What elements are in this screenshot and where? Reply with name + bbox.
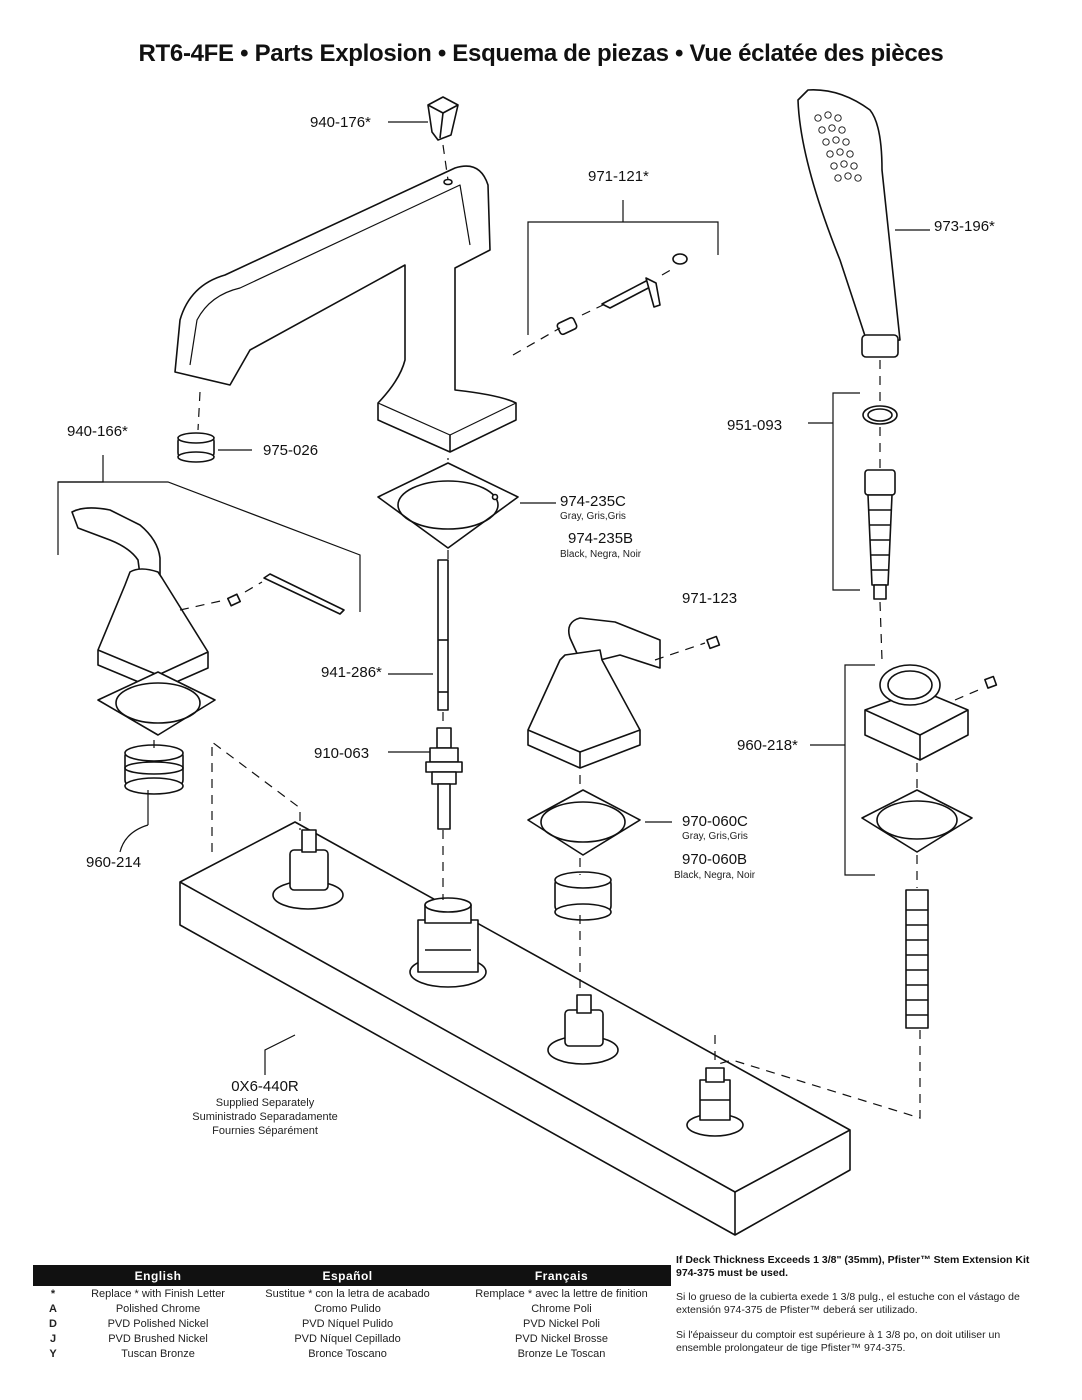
legend-code: * xyxy=(50,1287,56,1300)
left-handle xyxy=(71,507,345,691)
legend-english: Replace * with Finish Letter xyxy=(91,1287,225,1300)
spout-knob xyxy=(427,96,459,141)
holder-shank xyxy=(905,889,929,1029)
right-gasket xyxy=(527,789,641,856)
legend-spanish: Sustitue * con la letra de acabado xyxy=(265,1287,430,1300)
table-row: D PVD Polished Nickel PVD Níquel Pulido … xyxy=(33,1316,671,1331)
label-970-060c: 970-060C xyxy=(682,813,748,830)
label-974-235b-finish: Black, Negra, Noir xyxy=(560,549,642,560)
legend-spanish: Cromo Pulido xyxy=(314,1302,381,1315)
left-gasket xyxy=(97,671,216,736)
legend-code: D xyxy=(49,1317,57,1330)
legend-french: Bronze Le Toscan xyxy=(517,1347,606,1360)
label-951-093: 951-093 xyxy=(727,417,783,434)
left-adapter xyxy=(124,744,184,795)
legend-code: Y xyxy=(49,1347,57,1360)
label-970-060b: 970-060B xyxy=(682,851,748,868)
hand-shower-holder xyxy=(864,664,998,761)
right-adapter xyxy=(554,871,612,921)
tube xyxy=(437,559,449,711)
deck-note-spanish: Si lo grueso de la cubierta exede 1 3/8 … xyxy=(676,1291,1020,1316)
legend-english: PVD Polished Nickel xyxy=(107,1317,209,1330)
o-ring xyxy=(862,405,898,425)
right-handle xyxy=(527,617,721,769)
legend-header-english: English xyxy=(73,1265,244,1286)
label-971-123: 971-123 xyxy=(682,590,738,607)
legend-french: Remplace * avec la lettre de finition xyxy=(475,1287,648,1300)
finish-legend-table: English Español Français * Replace * wit… xyxy=(33,1265,671,1361)
hand-shower xyxy=(797,89,901,358)
label-970-060b-finish: Black, Negra, Noir xyxy=(674,870,756,881)
holder-gasket xyxy=(861,789,973,853)
spout-shank xyxy=(409,897,487,988)
legend-code: J xyxy=(49,1332,57,1345)
left-valve xyxy=(272,829,344,910)
legend-header-spanish: Español xyxy=(243,1265,452,1286)
label-973-196: 973-196* xyxy=(934,218,995,235)
label-970-060c-finish: Gray, Gris,Gris xyxy=(682,831,748,842)
extension-parts xyxy=(556,253,688,336)
hand-shower-spray-holes xyxy=(814,111,862,182)
legend-header-row: English Español Français xyxy=(33,1265,671,1286)
label-910-063: 910-063 xyxy=(314,745,370,762)
label-940-166: 940-166* xyxy=(67,423,128,440)
legend-english: Tuscan Bronze xyxy=(121,1347,195,1360)
deck-note-english: If Deck Thickness Exceeds 1 3/8" (35mm),… xyxy=(676,1254,1030,1279)
label-974-235c-finish: Gray, Gris,Gris xyxy=(560,511,626,522)
legend-header-code xyxy=(33,1265,73,1286)
legend-french: Chrome Poli xyxy=(531,1302,592,1315)
hand-shower-deck-shank xyxy=(686,1067,744,1137)
deck-note-french: Si l'épaisseur du comptoir est supérieur… xyxy=(676,1329,1001,1354)
label-960-218: 960-218* xyxy=(737,737,798,754)
spout xyxy=(174,165,517,453)
deck-plate-0x6-440r xyxy=(179,821,851,1236)
page-title: RT6-4FE • Parts Explosion • Esquema de p… xyxy=(138,40,944,67)
table-row: A Polished Chrome Cromo Pulido Chrome Po… xyxy=(33,1301,671,1316)
legend-code: A xyxy=(49,1302,57,1315)
legend-spanish: PVD Níquel Pulido xyxy=(301,1317,394,1330)
table-row: Y Tuscan Bronze Bronce Toscano Bronze Le… xyxy=(33,1346,671,1361)
legend-spanish: Bronce Toscano xyxy=(308,1347,387,1360)
label-960-214: 960-214 xyxy=(86,854,142,871)
label-0x6-440r: 0X6-440R xyxy=(231,1078,299,1095)
spout-gasket xyxy=(377,462,519,549)
label-974-235b: 974-235B xyxy=(568,530,634,547)
diverter xyxy=(425,727,463,830)
table-row: * Replace * with Finish Letter Sustitue … xyxy=(33,1286,671,1301)
hose-end xyxy=(864,469,896,600)
table-row: J PVD Brushed Nickel PVD Níquel Cepillad… xyxy=(33,1331,671,1346)
legend-english: Polished Chrome xyxy=(115,1302,201,1315)
label-975-026: 975-026 xyxy=(263,442,319,459)
legend-spanish: PVD Níquel Cepillado xyxy=(294,1332,401,1345)
label-971-121: 971-121* xyxy=(588,168,649,185)
label-0x6-440r-en: Supplied Separately xyxy=(215,1097,315,1109)
label-940-176: 940-176* xyxy=(310,114,371,131)
label-974-235c: 974-235C xyxy=(560,493,626,510)
aerator xyxy=(177,432,215,463)
label-0x6-440r-es: Suministrado Separadamente xyxy=(192,1111,338,1123)
right-valve xyxy=(547,994,619,1065)
legend-english: PVD Brushed Nickel xyxy=(108,1332,208,1345)
legend-french: PVD Nickel Poli xyxy=(522,1317,601,1330)
legend-header-french: Français xyxy=(452,1265,671,1286)
legend-french: PVD Nickel Brosse xyxy=(515,1332,608,1345)
label-941-286: 941-286* xyxy=(321,664,382,681)
label-0x6-440r-fr: Fournies Séparément xyxy=(212,1125,318,1137)
